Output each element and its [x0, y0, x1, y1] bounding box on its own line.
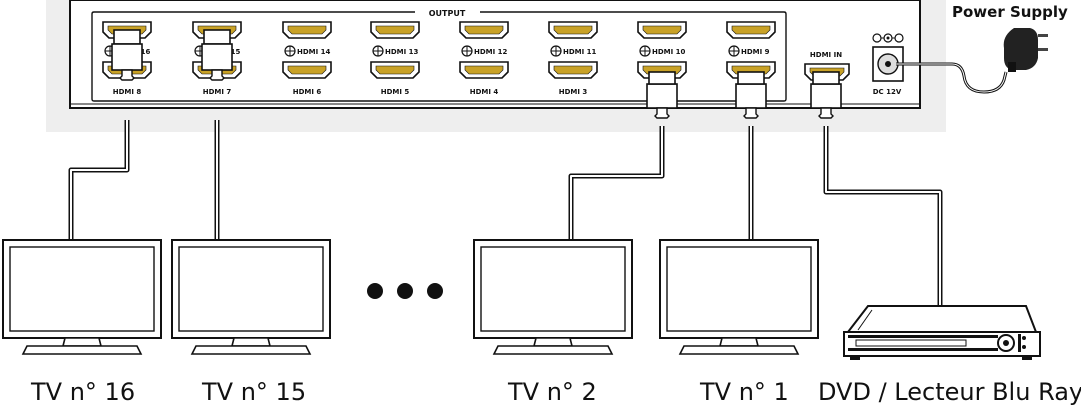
dc-jack — [872, 33, 904, 82]
dc-label: DC 12V — [873, 88, 902, 96]
port-label-bottom: HDMI 5 — [381, 88, 410, 96]
port-label-top: HDMI 13 — [385, 48, 419, 56]
ellipsis-dots — [367, 283, 443, 299]
hdmi-plug — [646, 71, 678, 119]
screw-icon — [284, 45, 296, 57]
tv-16-icon — [2, 239, 162, 355]
port-label-bottom: HDMI 8 — [113, 88, 142, 96]
hdmi-plug — [735, 71, 767, 119]
screw-icon — [461, 45, 473, 57]
port-label-top: HDMI 10 — [652, 48, 686, 56]
power-adapter-icon — [1003, 28, 1048, 72]
port-label-bottom: HDMI 7 — [203, 88, 232, 96]
hdmi-port-top — [548, 21, 598, 39]
port-label-bottom: HDMI 4 — [470, 88, 499, 96]
port-label-bottom: HDMI 6 — [293, 88, 322, 96]
output-bracket — [91, 11, 787, 102]
caption-tv-1: TV n° 1 — [700, 378, 789, 406]
hdmi-port-bottom — [548, 61, 598, 79]
hdmi-port-top — [370, 21, 420, 39]
screw-icon — [728, 45, 740, 57]
port-label-top: HDMI 11 — [563, 48, 597, 56]
hdmi-cables — [68, 29, 943, 306]
hdmi-port-bottom — [370, 61, 420, 79]
hdmi-port-top — [637, 21, 687, 39]
hdmi-plug — [111, 29, 143, 81]
output-label: OUTPUT — [429, 9, 466, 18]
screw-icon — [550, 45, 562, 57]
port-label-bottom: HDMI 3 — [559, 88, 588, 96]
caption-tv-2: TV n° 2 — [508, 378, 597, 406]
hdmi-port-bottom — [459, 61, 509, 79]
screw-icon — [372, 45, 384, 57]
port-label-top: HDMI 14 — [297, 48, 331, 56]
hdmi-in-label: HDMI IN — [810, 51, 842, 59]
hdmi-port-top — [726, 21, 776, 39]
tv-screens — [2, 239, 819, 355]
hdmi-port-top — [459, 21, 509, 39]
tv-2-icon — [473, 239, 633, 355]
power-supply-label: Power Supply — [952, 3, 1068, 21]
port-label-top: HDMI 9 — [741, 48, 770, 56]
tv-15-icon — [171, 239, 331, 355]
hdmi-plug — [201, 29, 233, 81]
port-label-top: HDMI 12 — [474, 48, 508, 56]
caption-dvd: DVD / Lecteur Blu Ray — [818, 378, 1081, 406]
hdmi-port-bottom — [282, 61, 332, 79]
screw-icon — [639, 45, 651, 57]
caption-tv-15: TV n° 15 — [202, 378, 307, 406]
hdmi-port-top — [282, 21, 332, 39]
tv-1-icon — [659, 239, 819, 355]
dvd-player-icon — [843, 305, 1041, 360]
caption-tv-16: TV n° 16 — [31, 378, 136, 406]
hdmi-plug — [810, 71, 842, 119]
